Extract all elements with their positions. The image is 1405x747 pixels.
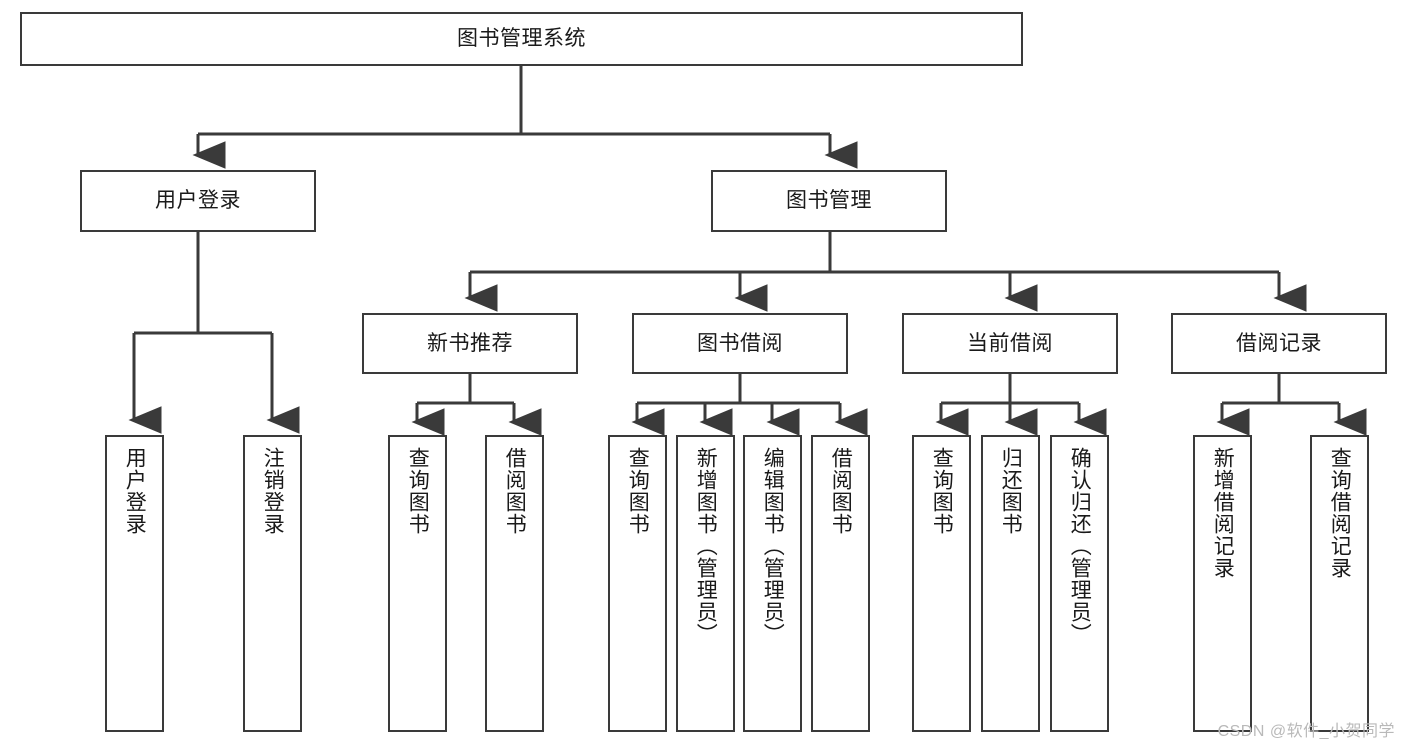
node-new-book-rec[interactable]: 新书推荐 [362,313,578,374]
node-borrow-record-label: 借阅记录 [1236,331,1322,355]
leaf-user-login-label: 用户登录 [123,447,147,535]
leaf-return-book-label: 归还图书 [999,447,1023,535]
leaf-edit-book-label: 编辑图书（管理员） [761,447,785,645]
leaf-query-book-2-label: 查询图书 [626,447,650,535]
leaf-query-book-2[interactable]: 查询图书 [608,435,667,732]
node-current-borrow[interactable]: 当前借阅 [902,313,1118,374]
node-user-login-label: 用户登录 [155,189,241,213]
leaf-logout-label: 注销登录 [261,447,285,535]
leaf-query-record[interactable]: 查询借阅记录 [1310,435,1369,732]
leaf-borrow-book-1[interactable]: 借阅图书 [485,435,544,732]
leaf-add-book-label: 新增图书（管理员） [694,447,718,645]
node-borrow-record[interactable]: 借阅记录 [1171,313,1387,374]
node-root[interactable]: 图书管理系统 [20,12,1023,66]
watermark: CSDN @软件_小贺同学 [1217,723,1395,740]
leaf-query-book-1-label: 查询图书 [406,447,430,535]
leaf-confirm-return-label: 确认归还（管理员） [1068,447,1092,645]
leaf-borrow-book-1-label: 借阅图书 [503,447,527,535]
leaf-query-book-3[interactable]: 查询图书 [912,435,971,732]
node-book-borrow-label: 图书借阅 [697,331,783,355]
node-book-manage-label: 图书管理 [786,189,872,213]
node-book-borrow[interactable]: 图书借阅 [632,313,848,374]
leaf-logout[interactable]: 注销登录 [243,435,302,732]
leaf-add-record-label: 新增借阅记录 [1211,447,1235,579]
leaf-query-book-3-label: 查询图书 [930,447,954,535]
node-book-manage[interactable]: 图书管理 [711,170,947,232]
leaf-add-record[interactable]: 新增借阅记录 [1193,435,1252,732]
leaf-edit-book[interactable]: 编辑图书（管理员） [743,435,802,732]
node-current-borrow-label: 当前借阅 [967,331,1053,355]
leaf-query-record-label: 查询借阅记录 [1328,447,1352,579]
leaf-borrow-book-2[interactable]: 借阅图书 [811,435,870,732]
node-new-book-rec-label: 新书推荐 [427,331,513,355]
leaf-return-book[interactable]: 归还图书 [981,435,1040,732]
leaf-borrow-book-2-label: 借阅图书 [829,447,853,535]
leaf-confirm-return[interactable]: 确认归还（管理员） [1050,435,1109,732]
leaf-add-book[interactable]: 新增图书（管理员） [676,435,735,732]
leaf-user-login[interactable]: 用户登录 [105,435,164,732]
node-root-label: 图书管理系统 [457,27,586,51]
node-user-login[interactable]: 用户登录 [80,170,316,232]
leaf-query-book-1[interactable]: 查询图书 [388,435,447,732]
